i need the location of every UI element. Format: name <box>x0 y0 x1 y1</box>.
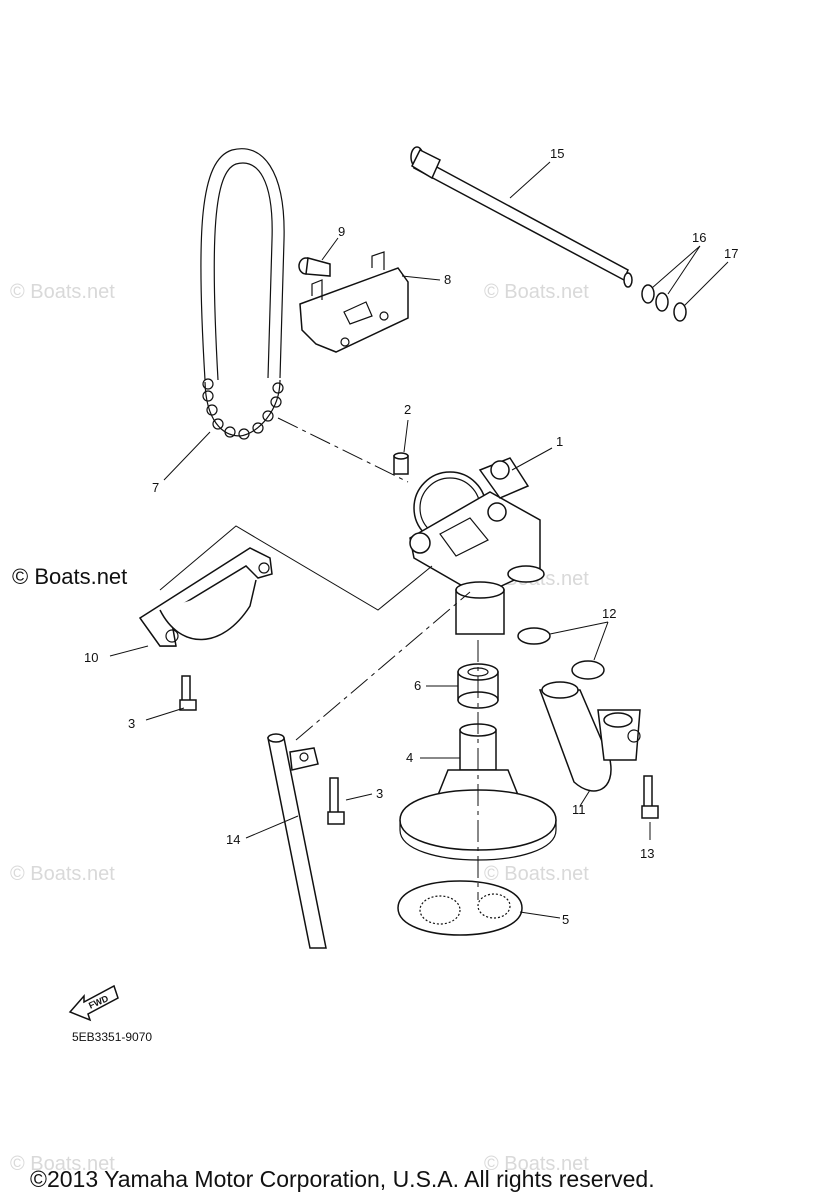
fwd-arrow-icon: FWD <box>68 984 119 1022</box>
bolt[interactable] <box>179 675 197 711</box>
watermark: © Boats.net <box>484 281 589 303</box>
o-ring[interactable] <box>641 284 655 304</box>
drive-shaft[interactable] <box>410 146 633 288</box>
oil-pipe[interactable] <box>538 681 641 792</box>
assembly-line <box>159 525 433 611</box>
dowel-pin[interactable] <box>393 452 409 475</box>
callout-8: 8 <box>444 272 451 287</box>
oil-screen[interactable] <box>397 880 523 936</box>
callout-10: 10 <box>84 650 98 665</box>
leader-lines <box>109 161 729 919</box>
o-ring[interactable] <box>673 302 687 322</box>
gasket[interactable] <box>571 660 605 680</box>
callout-15: 15 <box>550 146 564 161</box>
diagram-code: 5EB3351-9070 <box>72 1030 153 1044</box>
watermark: © Boats.net <box>10 281 115 303</box>
callout-13: 13 <box>640 846 654 861</box>
callout-1: 1 <box>556 434 563 449</box>
callout-9: 9 <box>338 224 345 239</box>
watermark: © Boats.net <box>10 1153 115 1175</box>
assembly-line <box>277 417 409 483</box>
callout-3: 3 <box>376 786 383 801</box>
boats-net-mark: © Boats.net <box>12 564 128 589</box>
callout-12: 12 <box>602 606 616 621</box>
guide-bolt[interactable] <box>298 257 331 277</box>
watermark: © Boats.net <box>484 1153 589 1175</box>
watermark: © Boats.net <box>484 863 589 885</box>
oil-pump-assembly[interactable] <box>409 457 545 635</box>
callout-4: 4 <box>406 750 413 765</box>
o-ring[interactable] <box>655 292 669 312</box>
oil-level-pipe[interactable] <box>267 733 327 949</box>
pump-cover[interactable] <box>138 547 273 647</box>
bolt[interactable] <box>641 775 659 819</box>
timing-chain[interactable] <box>200 148 285 440</box>
callout-7: 7 <box>152 480 159 495</box>
callout-14: 14 <box>226 832 240 847</box>
callout-3: 3 <box>128 716 135 731</box>
callout-5: 5 <box>562 912 569 927</box>
gasket[interactable] <box>517 627 551 645</box>
copyright-notice: ©2013 Yamaha Motor Corporation, U.S.A. A… <box>30 1166 655 1192</box>
callout-6: 6 <box>414 678 421 693</box>
assembly-line <box>295 591 471 741</box>
callout-2: 2 <box>404 402 411 417</box>
callout-17: 17 <box>724 246 738 261</box>
chain-guide[interactable] <box>299 251 409 353</box>
watermark: © Boats.net <box>10 863 115 885</box>
callout-16: 16 <box>692 230 706 245</box>
callout-11: 11 <box>572 802 586 817</box>
bolt[interactable] <box>327 777 345 825</box>
